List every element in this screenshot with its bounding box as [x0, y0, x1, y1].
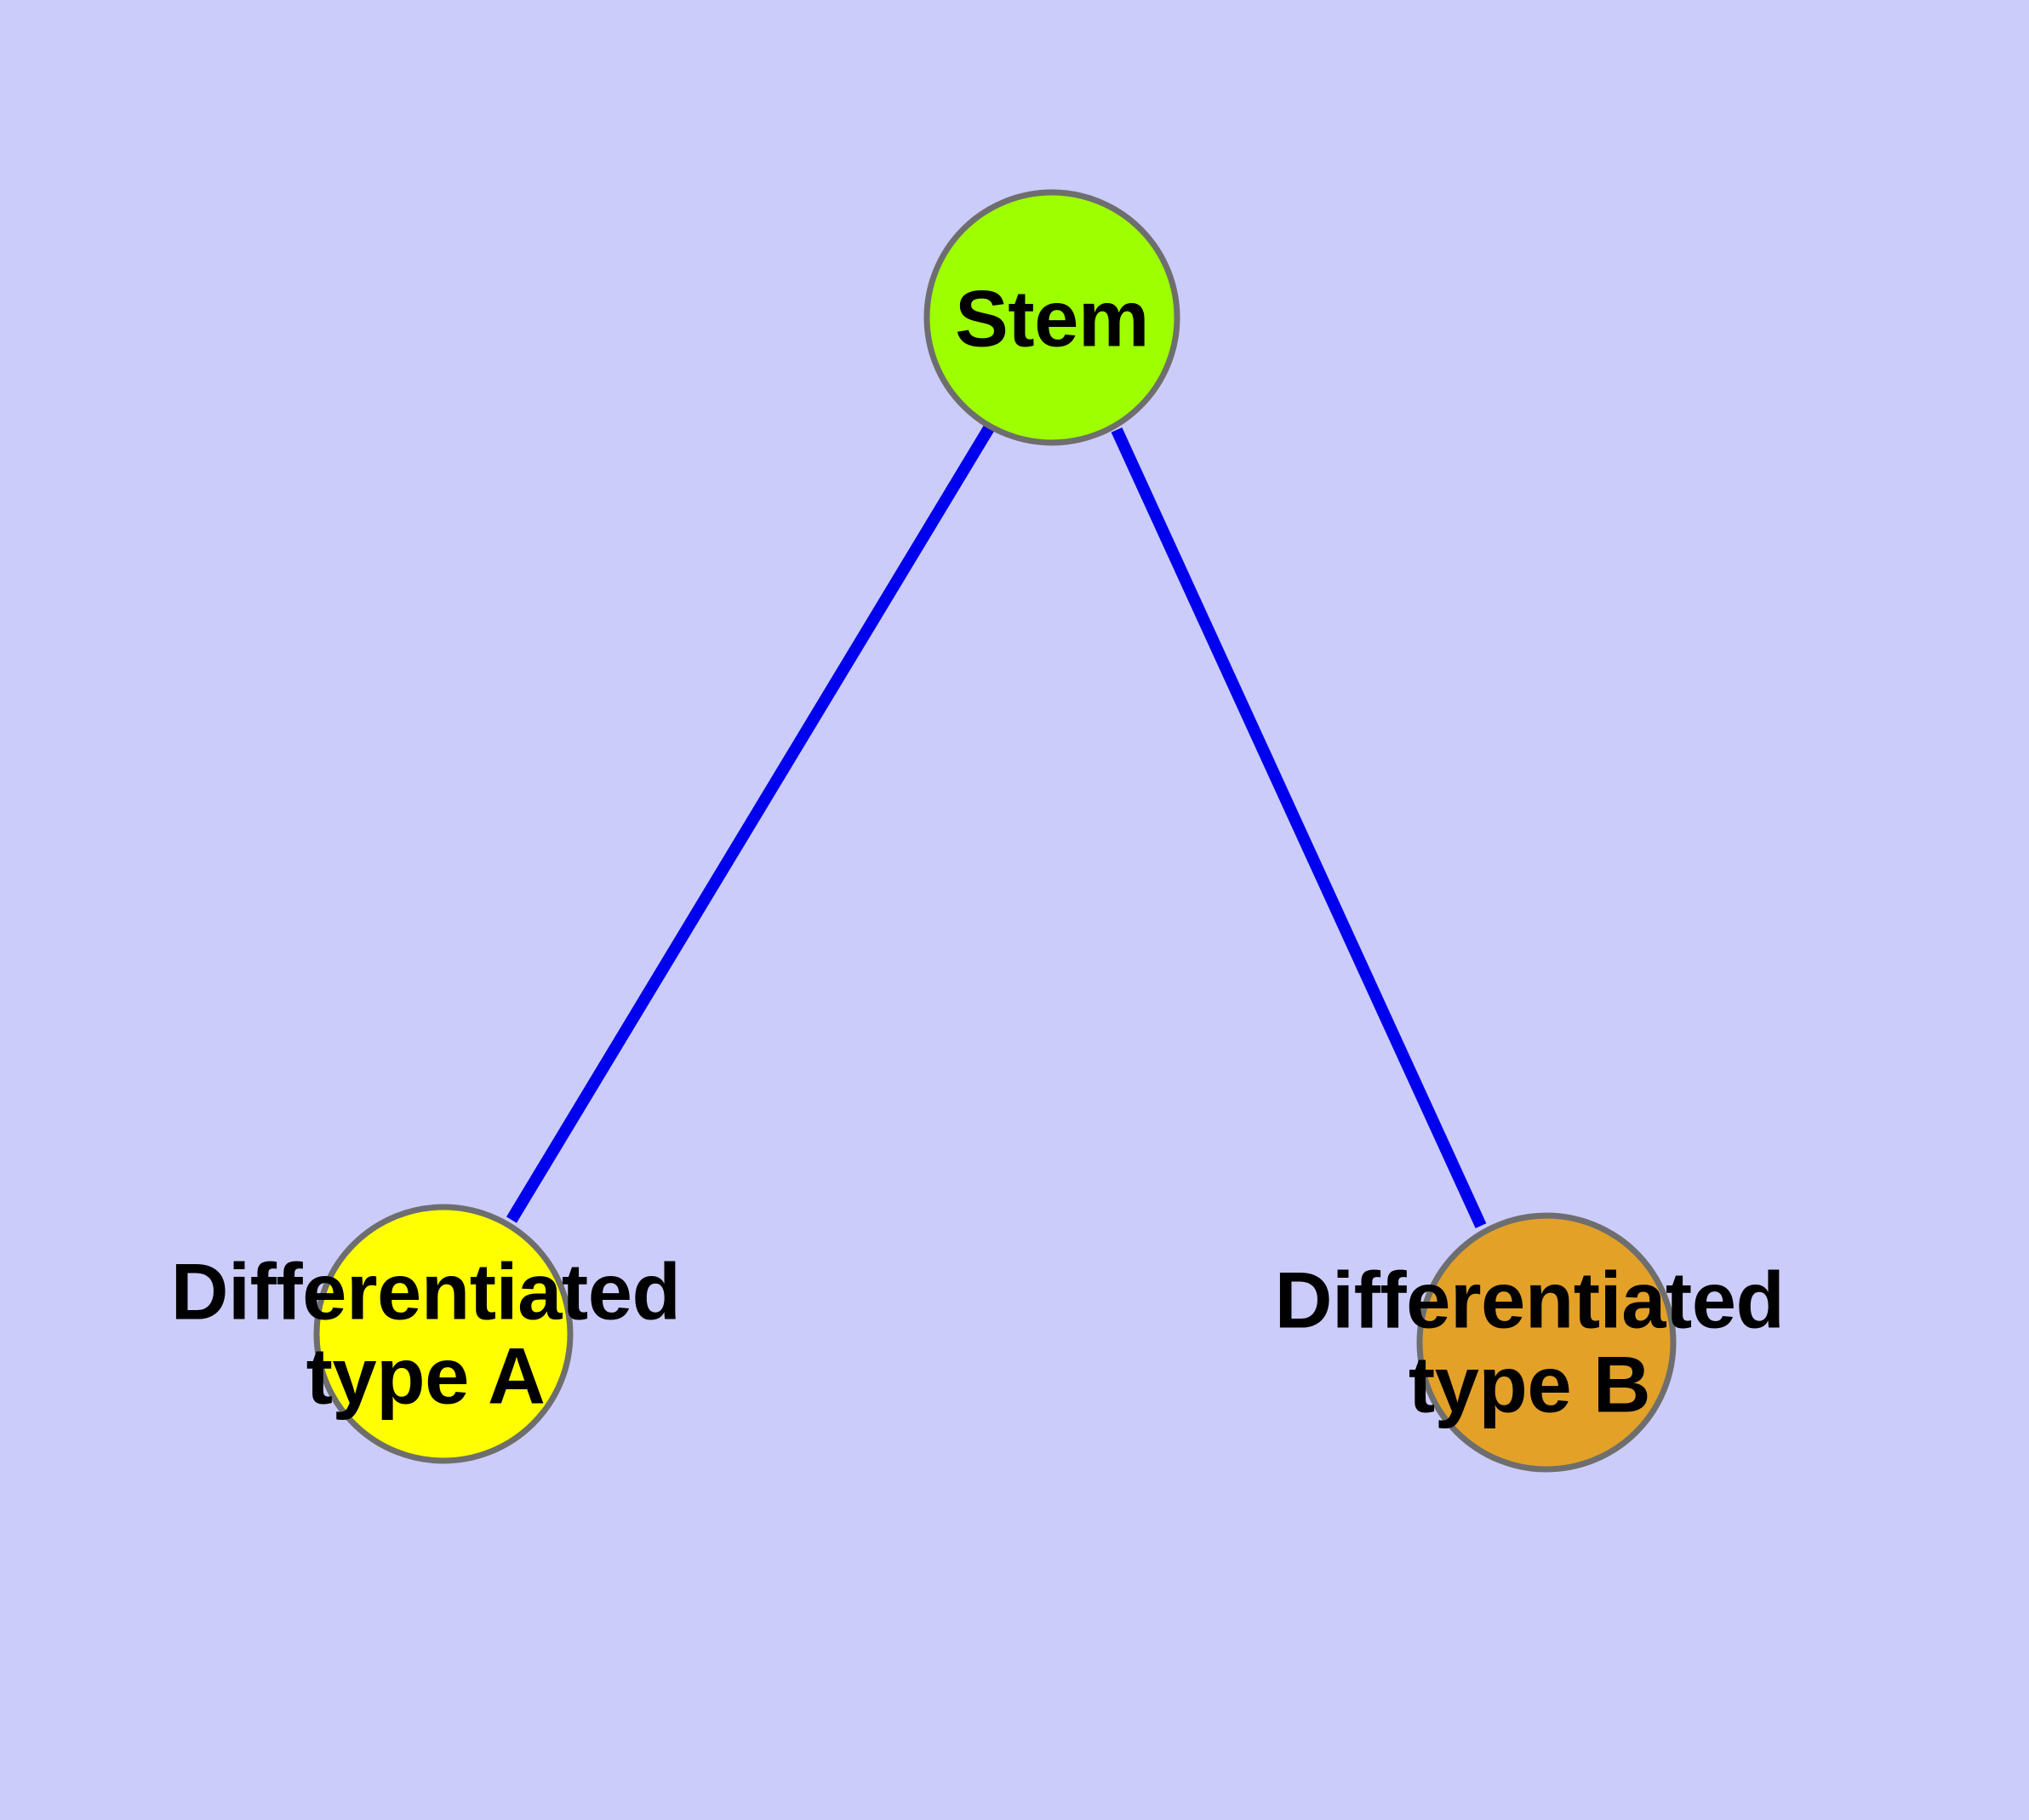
node-circle-diff-a[interactable]	[313, 1204, 574, 1464]
node-circle-stem[interactable]	[923, 189, 1180, 446]
edge-stem-to-diff-b[interactable]	[1111, 427, 1487, 1228]
node-circle-diff-b[interactable]	[1416, 1212, 1677, 1473]
edge-stem-to-diff-a[interactable]	[506, 425, 994, 1223]
